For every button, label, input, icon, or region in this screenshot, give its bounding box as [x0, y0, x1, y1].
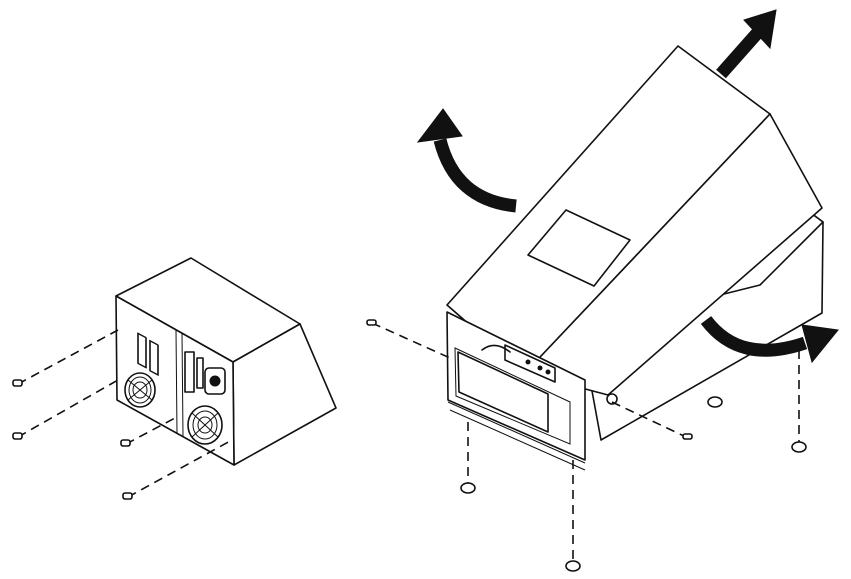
rotate-right-arrow [700, 315, 839, 364]
scsi-connector-3 [184, 351, 195, 393]
panel-divider [175, 329, 178, 434]
lift-up-arrow [716, 9, 777, 79]
drive-slot [457, 351, 549, 433]
power-socket-icon [204, 367, 226, 395]
enclosure-assembly [366, 9, 839, 572]
screw [682, 433, 693, 440]
rear-screws [12, 329, 233, 500]
status-display [504, 344, 556, 383]
id-switch [196, 357, 204, 389]
enclosure-feet [460, 350, 807, 572]
scsi-connector-2 [149, 339, 159, 376]
foot [565, 560, 581, 572]
front-screws [366, 319, 693, 440]
screw [12, 379, 23, 387]
screw-hole [606, 393, 618, 405]
screw [122, 492, 133, 500]
cover-label-plate [527, 209, 631, 287]
screw [12, 432, 23, 440]
scsi-connector-1 [137, 332, 147, 369]
foot [460, 482, 476, 494]
fan-right-icon [187, 405, 223, 445]
screw [120, 439, 131, 447]
screw [366, 319, 377, 326]
eject-handle [481, 344, 511, 353]
foot [791, 441, 807, 453]
rear-unit [12, 257, 337, 500]
fan-left-icon [124, 372, 156, 408]
rotate-left-arrow [416, 108, 517, 213]
foot [707, 396, 723, 408]
